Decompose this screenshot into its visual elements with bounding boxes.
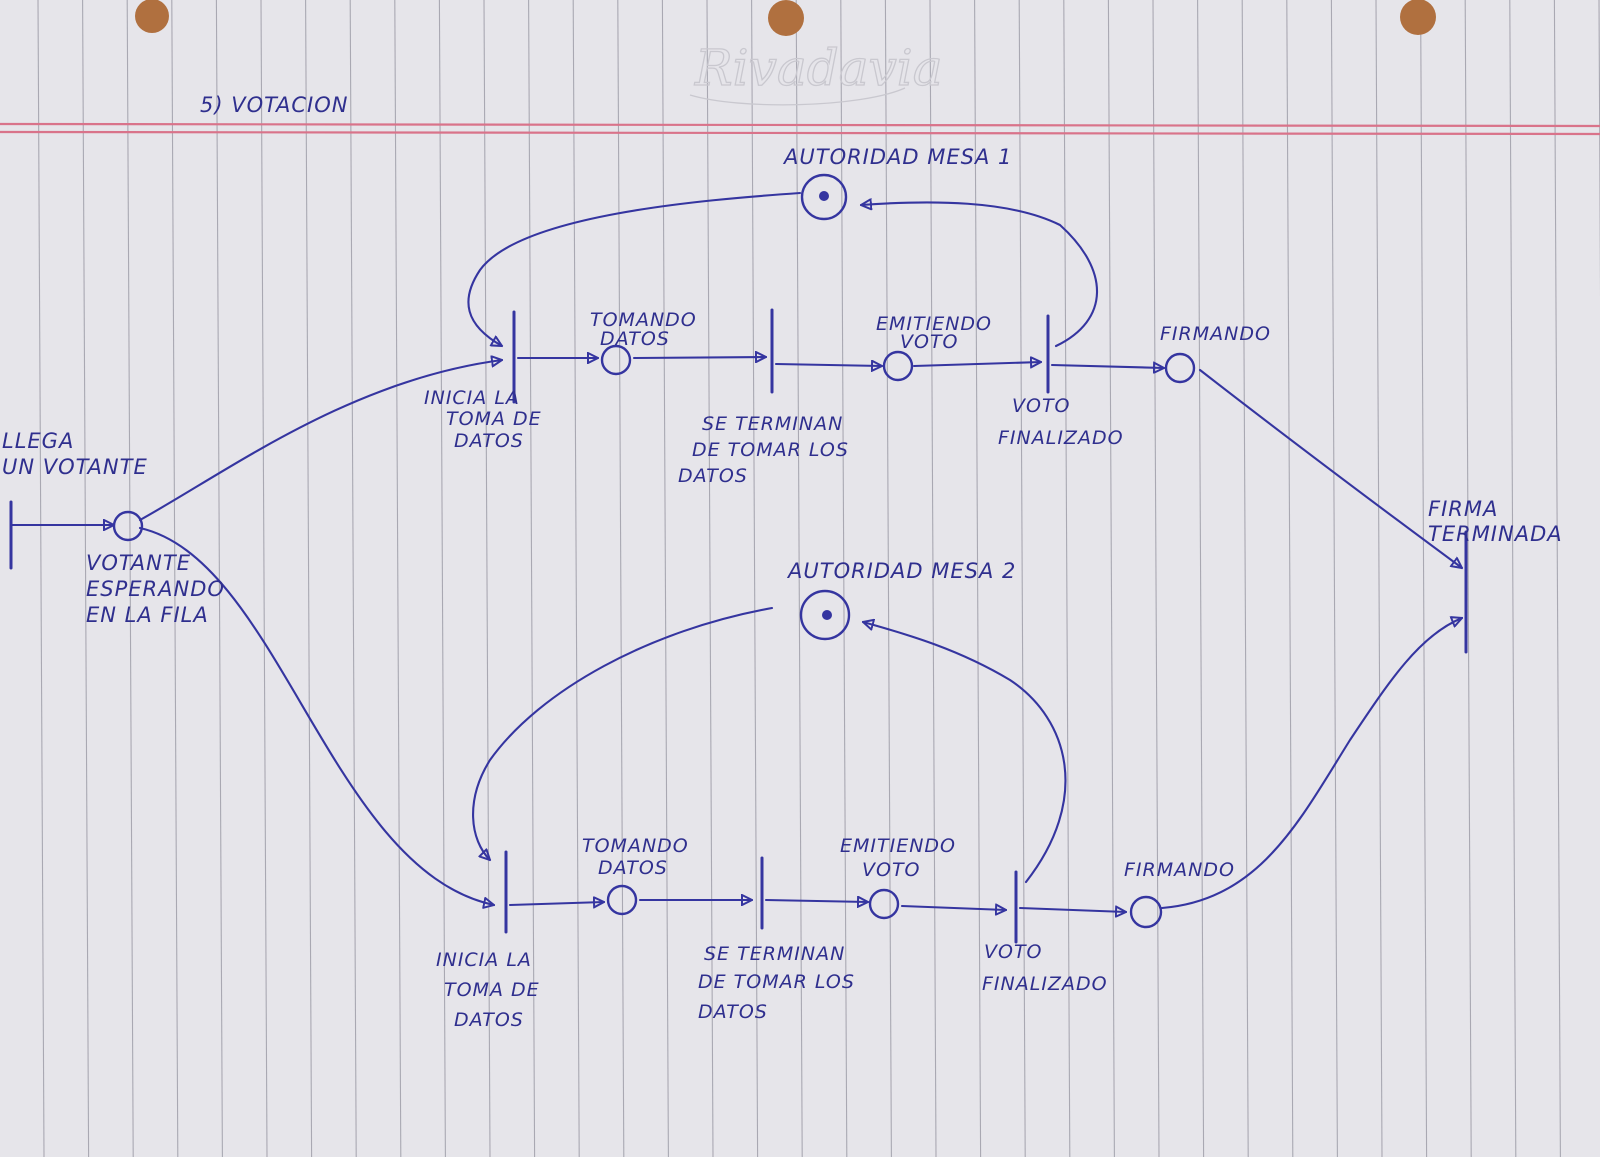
places <box>112 173 1196 929</box>
token-mesa-1 <box>819 191 829 201</box>
ruled-line <box>1107 0 1115 1157</box>
place-votante-esperando <box>112 510 144 542</box>
label-bottom-tomando-datos: TOMANDO DATOS <box>582 835 696 879</box>
place-bottom-firmando <box>1129 895 1163 929</box>
ruled-line <box>394 0 402 1157</box>
arc-bottom-4 <box>900 906 1006 910</box>
punch-hole <box>135 0 169 33</box>
ruled-line <box>1553 0 1561 1157</box>
arc-mutex2-in <box>863 622 1067 884</box>
ruled-line <box>661 0 669 1157</box>
arc-top-2 <box>632 357 768 358</box>
ruled-line <box>37 0 45 1157</box>
ruled-line <box>751 0 759 1157</box>
ruled-line <box>1509 0 1517 1157</box>
label-firma-terminada: FIRMA TERMINADA <box>1428 497 1563 546</box>
punch-hole <box>768 0 804 36</box>
label-top-emitiendo-voto: EMITIENDO VOTO <box>876 313 999 353</box>
ruled-line <box>1241 0 1249 1157</box>
ruled-line <box>1375 0 1383 1157</box>
arc-mutex2-out <box>472 606 774 860</box>
label-bottom-firmando: FIRMANDO <box>1124 859 1235 881</box>
ruled-line <box>1197 0 1205 1157</box>
ruled-line <box>1018 0 1026 1157</box>
arc-to-bottom-branch <box>138 526 494 905</box>
label-top-se-terminan: SE TERMINAN DE TOMAR LOS DATOS <box>678 413 856 487</box>
ruled-line <box>929 0 937 1157</box>
label-bottom-inicia-toma: INICIA LA TOMA DE DATOS <box>436 949 547 1031</box>
label-top-tomando-datos: TOMANDO DATOS <box>590 309 704 350</box>
ruled-line <box>1330 0 1338 1157</box>
label-autoridad-mesa-2: AUTORIDAD MESA 2 <box>786 559 1016 583</box>
ruled-line <box>1152 0 1160 1157</box>
ruled-line <box>1063 0 1071 1157</box>
arcs <box>9 191 1462 912</box>
margin-line <box>0 130 1600 136</box>
labels: LLEGA UN VOTANTE VOTANTE ESPERANDO EN LA… <box>2 145 1563 1031</box>
place-top-firmando <box>1164 352 1196 384</box>
ruled-line <box>305 0 313 1157</box>
ruled-line <box>82 0 90 1157</box>
ruled-line <box>438 0 446 1157</box>
label-bottom-emitiendo-voto: EMITIENDO VOTO <box>840 835 963 881</box>
brand-watermark: Rivadavia <box>694 39 943 97</box>
arc-top-to-final <box>1198 368 1462 568</box>
arc-mutex1-in <box>861 202 1099 348</box>
place-autoridad-mesa-2 <box>799 589 851 641</box>
ruled-line <box>840 0 848 1157</box>
ruled-line <box>974 0 982 1157</box>
ruled-line <box>1464 0 1472 1157</box>
place-bottom-tomando-datos <box>606 884 638 916</box>
arc-bottom-5 <box>1018 908 1126 912</box>
ruled-line <box>706 0 714 1157</box>
place-top-emitiendo-voto <box>882 350 914 382</box>
arc-bottom-3 <box>764 900 868 902</box>
page-heading: 5) VOTACION <box>200 93 348 117</box>
label-top-firmando: FIRMANDO <box>1160 323 1271 345</box>
place-bottom-emitiendo-voto <box>868 888 900 920</box>
margin-line <box>0 122 1600 128</box>
place-autoridad-mesa-1 <box>800 173 848 221</box>
label-bottom-voto-finalizado: VOTO FINALIZADO <box>982 941 1108 995</box>
arc-top-3 <box>774 364 882 366</box>
ruled-line <box>171 0 179 1157</box>
label-votante-esperando: VOTANTE ESPERANDO EN LA FILA <box>86 551 233 627</box>
ruled-line <box>215 0 223 1157</box>
arc-bottom-to-final <box>1160 618 1462 910</box>
label-autoridad-mesa-1: AUTORIDAD MESA 1 <box>782 145 1012 169</box>
place-top-tomando-datos <box>600 344 632 376</box>
ruled-line <box>1286 0 1294 1157</box>
label-top-inicia-toma: INICIA LA TOMA DE DATOS <box>424 387 549 452</box>
ruled-line <box>528 0 536 1157</box>
ruled-line <box>260 0 268 1157</box>
ruled-line <box>349 0 357 1157</box>
arc-to-top-branch <box>138 360 502 522</box>
label-top-voto-finalizado: VOTO FINALIZADO <box>998 395 1124 449</box>
arc-mutex1-out <box>467 191 802 346</box>
token-mesa-2 <box>822 610 832 620</box>
arc-top-4 <box>912 362 1041 366</box>
label-llega-un-votante: LLEGA UN VOTANTE <box>2 429 148 479</box>
punch-hole <box>1400 0 1436 35</box>
label-bottom-se-terminan: SE TERMINAN DE TOMAR LOS DATOS <box>698 943 862 1023</box>
ruled-line <box>617 0 625 1157</box>
arc-top-5 <box>1050 365 1164 368</box>
watermark-flourish <box>689 87 906 106</box>
transitions <box>9 308 1468 944</box>
ruled-line <box>126 0 134 1157</box>
ruled-line <box>884 0 892 1157</box>
arc-bottom-1 <box>508 902 604 905</box>
ruled-line <box>572 0 580 1157</box>
ruled-line <box>483 0 491 1157</box>
ruled-lines <box>37 0 1600 1157</box>
ruled-line <box>1420 0 1428 1157</box>
